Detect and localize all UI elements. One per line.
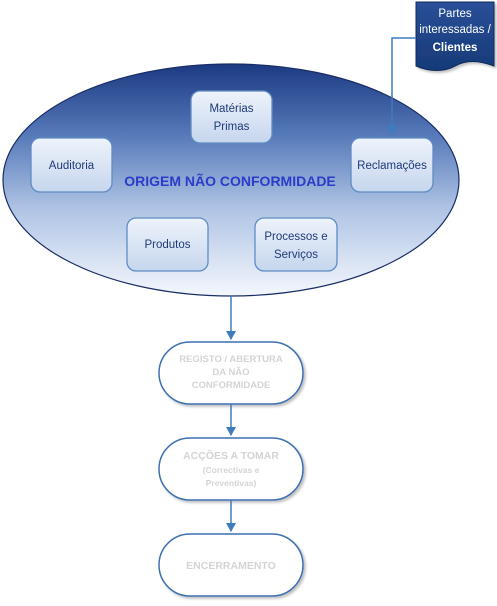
encerramento-label: ENCERRAMENTO [186, 560, 276, 572]
registo-line-1: REGISTO / ABERTURA [179, 354, 283, 365]
stage-registo: REGISTO / ABERTURA DA NÃO CONFORMIDADE [158, 341, 304, 405]
source-box-materias-primas: Matérias Primas [190, 90, 273, 144]
materias-primas-label-1: Matérias [209, 103, 253, 115]
stakeholders-connector [387, 37, 416, 135]
source-box-reclamacoes: Reclamações [350, 137, 434, 193]
auditoria-label: Auditoria [49, 160, 95, 172]
origin-title: ORIGEM NÃO CONFORMIDADE [124, 172, 336, 189]
processos-label-1: Processos e [264, 231, 327, 243]
stakeholders-bold-line: Clientes [433, 42, 478, 54]
stage-accoes: ACÇÕES A TOMAR (Correctivas e Preventiva… [158, 437, 304, 501]
stakeholders-document: Partes interessadas / Clientes [415, 1, 495, 71]
accoes-title: ACÇÕES A TOMAR [183, 449, 279, 462]
processos-label-2: Serviços [274, 249, 318, 261]
accoes-subtitle-1: (Correctivas e [203, 465, 260, 475]
stakeholders-line-2: interessadas / [419, 24, 491, 36]
source-box-produtos: Produtos [126, 217, 209, 272]
registo-line-2: DA NÃO [212, 367, 249, 378]
registo-line-3: CONFORMIDADE [192, 380, 271, 391]
stakeholders-line-1: Partes [438, 8, 471, 20]
source-box-auditoria: Auditoria [30, 137, 113, 193]
accoes-subtitle-2: Preventivas) [206, 478, 257, 488]
stage-encerramento: ENCERRAMENTO [158, 533, 304, 597]
source-box-processos-servicos: Processos e Serviços [254, 217, 338, 272]
produtos-label: Produtos [144, 239, 190, 251]
reclamacoes-label: Reclamações [357, 160, 427, 172]
materias-primas-label-2: Primas [214, 121, 250, 133]
